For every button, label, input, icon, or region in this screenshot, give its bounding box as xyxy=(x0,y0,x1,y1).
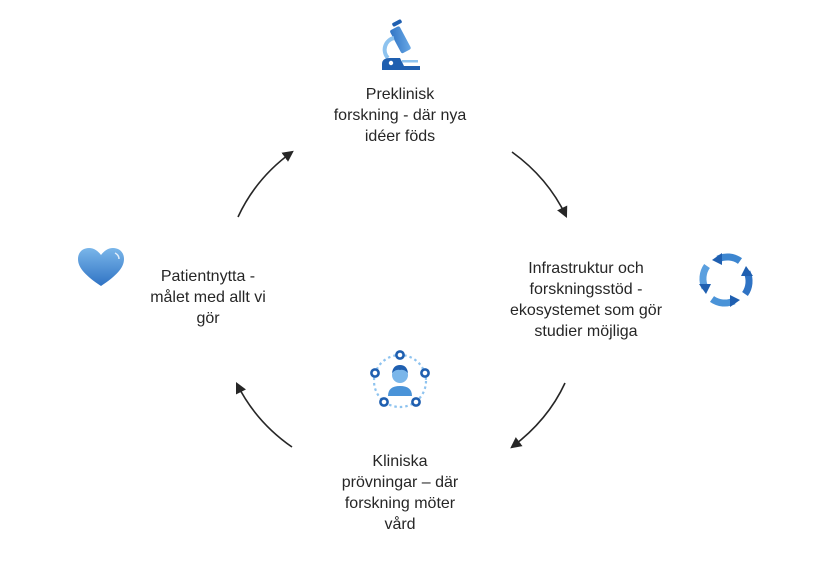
heart-icon xyxy=(78,248,124,286)
label-line: Patientnytta - xyxy=(160,268,256,285)
arrow-patient-to-preclinical xyxy=(237,150,294,218)
label-line: Preklinisk xyxy=(365,86,435,103)
microscope-icon xyxy=(382,19,420,70)
label-line: målet med allt vi xyxy=(150,289,266,306)
label-line: ekosystemet som gör xyxy=(509,302,663,319)
label-line: vård xyxy=(384,516,416,533)
arrow-preclinical-to-infrastructure xyxy=(511,151,568,219)
label-line: idéer föds xyxy=(364,128,436,145)
label-line: forskning möter xyxy=(344,495,456,512)
node-patient-label: Patientnytta - målet med allt vi gör xyxy=(118,266,298,329)
label-line: Kliniska xyxy=(372,453,428,470)
cycle-arrows-icon xyxy=(699,253,753,307)
arrow-clinical-to-patient xyxy=(235,381,293,448)
arrow-infrastructure-to-clinical xyxy=(510,382,566,449)
node-clinical-label: Kliniska prövningar – där forskning möte… xyxy=(300,451,500,535)
node-infrastructure-label: Infrastruktur och forskningsstöd - ekosy… xyxy=(486,258,686,342)
label-line: forskning - där nya xyxy=(333,107,467,124)
label-line: prövningar – där xyxy=(341,474,459,491)
label-line: Infrastruktur och xyxy=(528,260,644,277)
label-line: studier möjliga xyxy=(534,323,638,340)
label-line: forskningsstöd - xyxy=(529,281,643,298)
node-preclinical-label: Preklinisk forskning - där nya idéer föd… xyxy=(300,84,500,147)
label-line: gör xyxy=(196,310,220,327)
patient-network-icon xyxy=(370,350,430,409)
